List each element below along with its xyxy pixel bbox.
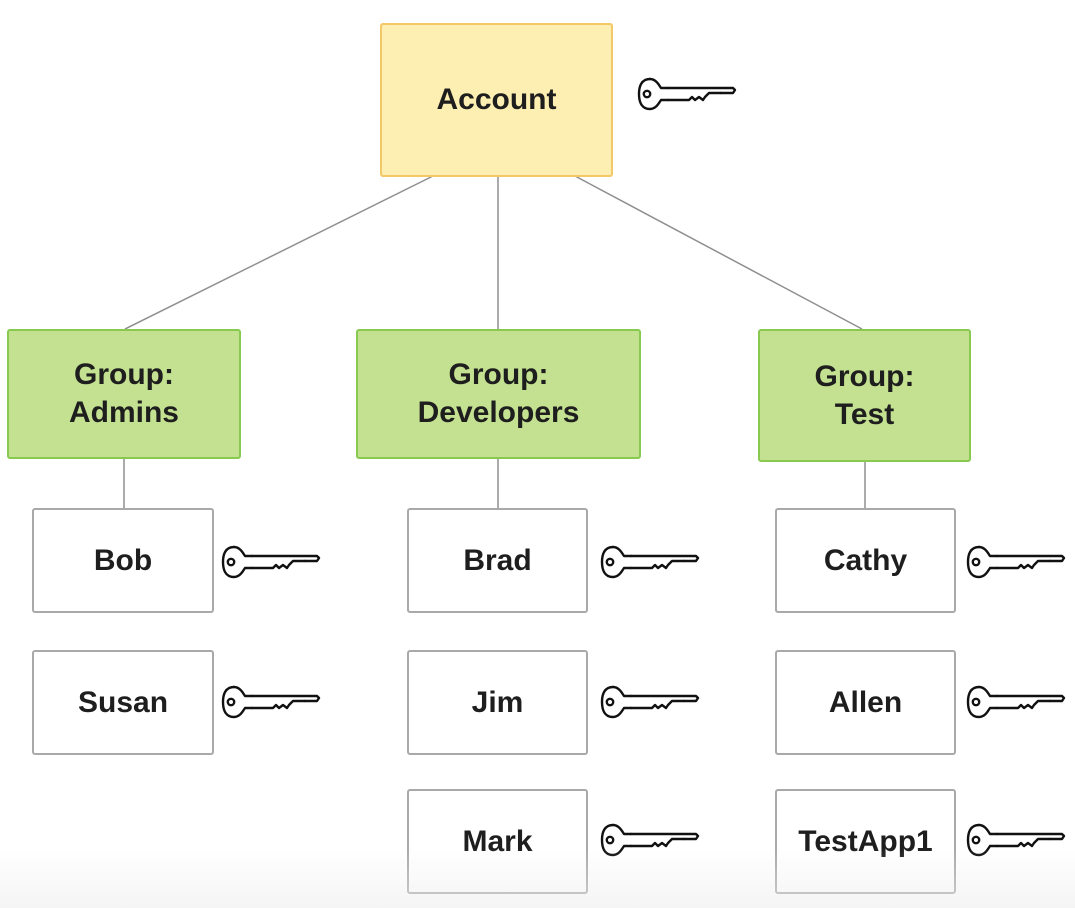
user-label: Jim xyxy=(471,685,524,719)
connector-account-admins xyxy=(124,175,434,330)
group-developers-name: Developers xyxy=(417,396,580,429)
account-node: Account xyxy=(380,23,613,177)
key-icon xyxy=(600,685,700,719)
user-node-bob: Bob xyxy=(32,508,214,613)
account-label: Account xyxy=(436,83,557,116)
key-icon xyxy=(600,823,700,857)
user-node-cathy: Cathy xyxy=(775,508,956,613)
key-icon xyxy=(221,685,321,719)
group-developers-node: Group: Developers xyxy=(356,329,641,459)
user-label: Mark xyxy=(462,824,533,858)
user-node-mark: Mark xyxy=(407,789,588,894)
user-node-susan: Susan xyxy=(32,650,214,755)
user-node-brad: Brad xyxy=(407,508,588,613)
key-icon xyxy=(966,823,1066,857)
group-test-node: Group: Test xyxy=(758,329,971,462)
group-admins-node: Group: Admins xyxy=(7,329,241,459)
user-node-allen: Allen xyxy=(775,650,956,755)
group-developers-prefix: Group: xyxy=(448,358,549,391)
group-test-name: Test xyxy=(834,397,895,431)
key-icon xyxy=(966,545,1066,579)
group-admins-name: Admins xyxy=(68,396,179,429)
user-label: Cathy xyxy=(823,543,908,577)
user-label: Bob xyxy=(93,543,153,577)
user-label: Allen xyxy=(828,685,903,719)
key-icon xyxy=(966,685,1066,719)
user-node-jim: Jim xyxy=(407,650,588,755)
user-label: TestApp1 xyxy=(798,824,933,858)
key-icon xyxy=(221,545,321,579)
user-node-testapp1: TestApp1 xyxy=(775,789,956,894)
key-icon xyxy=(637,77,737,111)
user-label: Susan xyxy=(77,685,169,719)
key-icon xyxy=(600,545,700,579)
group-test-prefix: Group: xyxy=(814,359,915,393)
user-label: Brad xyxy=(463,543,532,577)
group-admins-prefix: Group: xyxy=(74,358,174,391)
connector-account-test xyxy=(574,175,863,330)
